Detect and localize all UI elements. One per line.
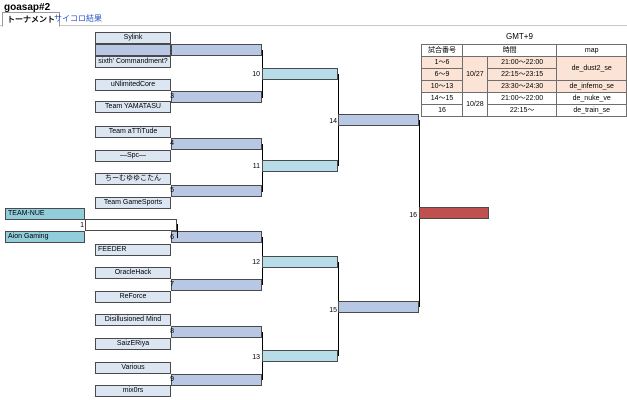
match-10-winner-slot: [262, 68, 338, 80]
match-12-winner-slot: [262, 256, 338, 268]
schedule-time: 22:15～23:15: [486, 68, 558, 81]
team-aion-gaming: Aion Gaming: [5, 231, 85, 243]
tab-bar: トーナメント サイコロ結果: [0, 11, 627, 27]
schedule-match: 1～6: [421, 56, 463, 69]
header-time: 時間: [461, 44, 558, 57]
match-5-winner-slot: [171, 185, 262, 197]
schedule-header-row: 試合番号 時間 map: [421, 44, 627, 57]
match-number-3: 3: [170, 93, 174, 100]
match-9-winner-slot: [171, 374, 262, 386]
team-feeder: FEEDER: [95, 244, 171, 256]
schedule-table: 試合番号 時間 map 1～6 10/27 21:00～22:00 de_dus…: [421, 44, 627, 117]
schedule-time: 23:30～24:30: [486, 80, 558, 93]
team-mix0rs: mix0rs: [95, 385, 171, 397]
match-number-16: 16: [409, 212, 417, 219]
schedule-map: de_inferno_se: [556, 80, 627, 93]
final-winner-slot: [419, 207, 489, 219]
schedule-row: 14～15 10/28 21:00～22:00 de_nuke_ve: [421, 92, 627, 117]
team-saizeriya: SaizERiya: [95, 338, 171, 350]
page-title: goasap#2: [4, 2, 51, 13]
match-4-winner-slot: [171, 138, 262, 150]
match-1-winner-slot: [85, 219, 177, 231]
schedule-row: 6～9 22:15～23:15: [421, 68, 627, 81]
header-map: map: [556, 44, 627, 57]
timezone-label: GMT+9: [506, 32, 533, 41]
team-unlimitedcore: uNlimitedCore: [95, 79, 171, 91]
match-15-winner-slot: [338, 301, 419, 313]
schedule-match: 6～9: [421, 68, 463, 81]
schedule-match: 10～13: [421, 80, 463, 93]
match-2-winner-slot: [171, 44, 262, 56]
tab-tournament[interactable]: トーナメント: [2, 12, 60, 27]
team-spc: ―Spc―: [95, 150, 171, 162]
match-number-6: 6: [170, 234, 174, 241]
team-various: Various: [95, 362, 171, 374]
match-11-winner-slot: [262, 160, 338, 172]
team-sixth-commandment: sixth' Commandment?: [95, 56, 171, 68]
team-oraclehack: OracleHack: [95, 267, 171, 279]
team-reforce: ReForce: [95, 291, 171, 303]
team-nue: TEAM-NUE: [5, 208, 85, 220]
schedule-date: 10/28: [461, 92, 488, 117]
team-sylink: Sylink: [95, 32, 171, 44]
schedule-map: de_train_se: [556, 104, 627, 117]
schedule-map: de_nuke_ve: [556, 92, 627, 105]
team-chimu: ちーむゆゆこたん: [95, 173, 171, 185]
schedule-date: 10/27: [461, 56, 488, 93]
match-number-7: 7: [170, 281, 174, 288]
match-slot: [95, 44, 171, 56]
team-attitude: Team aTTiTude: [95, 126, 171, 138]
match-number-4: 4: [170, 140, 174, 147]
match-6-winner-slot: [171, 231, 262, 243]
match-number-9: 9: [170, 376, 174, 383]
team-yamatasu: Team YAMATASU: [95, 101, 171, 113]
match-number-15: 15: [329, 307, 337, 314]
schedule-row: 1～6 10/27 21:00～22:00 de_dust2_se: [421, 56, 627, 93]
match-number-11: 11: [252, 163, 260, 170]
bracket-line: [177, 224, 178, 238]
schedule-time: 22:15～: [486, 104, 558, 117]
match-7-winner-slot: [171, 279, 262, 291]
match-number-5: 5: [170, 187, 174, 194]
schedule-match: 16: [421, 104, 463, 117]
match-number-10: 10: [252, 71, 260, 78]
match-number-14: 14: [329, 118, 337, 125]
team-gamesports: Team GameSports: [95, 197, 171, 209]
match-13-winner-slot: [262, 350, 338, 362]
schedule-match: 14～15: [421, 92, 463, 105]
schedule-row: 10～13 23:30～24:30 de_inferno_se: [421, 80, 627, 93]
match-14-winner-slot: [338, 114, 419, 126]
tab-dice-results[interactable]: サイコロ結果: [54, 14, 102, 23]
match-number-1: 1: [80, 222, 84, 229]
match-number-8: 8: [170, 328, 174, 335]
team-disillusioned-mind: Disillusioned Mind: [95, 314, 171, 326]
header-match-number: 試合番号: [421, 44, 463, 57]
match-number-12: 12: [252, 259, 260, 266]
schedule-row: 16 22:15～ de_train_se: [421, 104, 627, 117]
match-3-winner-slot: [171, 91, 262, 103]
schedule-time: 21:00～22:00: [486, 92, 558, 105]
schedule-time: 21:00～22:00: [486, 56, 558, 69]
match-number-13: 13: [252, 354, 260, 361]
schedule-map: de_dust2_se: [556, 56, 627, 81]
match-8-winner-slot: [171, 326, 262, 338]
